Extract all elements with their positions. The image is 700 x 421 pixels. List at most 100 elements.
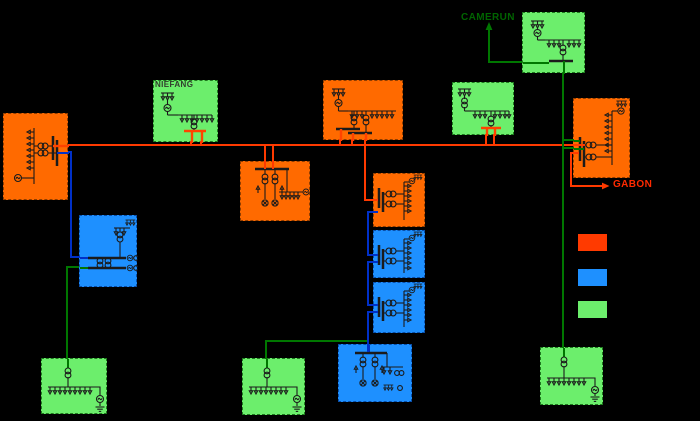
transformer-icon: [385, 247, 397, 255]
substation-box-west-blue: [79, 215, 138, 287]
generator-icon: [271, 199, 279, 207]
single-line-symbols: [13, 128, 69, 184]
load-feeder-icon: [458, 89, 471, 96]
transformer-icon: [385, 200, 397, 208]
camerun-arrow-icon: [485, 22, 493, 30]
transformer-icon: [487, 115, 495, 127]
generator-icon: [371, 379, 379, 387]
single-line-symbols: [546, 348, 601, 402]
generator-icon: [408, 177, 416, 185]
load-feeder-icon: [332, 89, 345, 96]
transformer-icon: [585, 141, 597, 149]
camerun-label: CAMERUN: [461, 12, 515, 23]
transformer-icon: [385, 257, 397, 265]
single-line-symbols: [377, 283, 426, 327]
load-arrows: [403, 240, 412, 271]
gabon-label: GABON: [613, 179, 653, 190]
substation-box-south-green: [242, 358, 305, 415]
load-feeder-icon: [531, 21, 544, 28]
load-arrows: [403, 292, 412, 323]
generator-icon: [302, 188, 310, 196]
substation-box-southeast-green: [540, 347, 603, 405]
load-feeder-icon: [616, 101, 626, 107]
load-feeder-icon: [414, 284, 422, 289]
load-arrows: [248, 386, 289, 395]
load-feeder-icon: [414, 232, 422, 237]
single-line-symbols: [80, 216, 138, 272]
ground-icon: [94, 406, 106, 412]
transformer-icon: [104, 257, 112, 269]
substation-box-south-blue: [338, 344, 412, 402]
substation-box-southwest-green: [41, 358, 107, 414]
legend-swatch-blue: [578, 269, 607, 286]
load-feeder-icon: [384, 385, 394, 390]
load-arrows: [604, 112, 613, 154]
load-arrows: [546, 39, 582, 48]
generator-icon: [292, 394, 302, 404]
generator-icon: [126, 264, 134, 272]
substation-box-north-orange: [323, 80, 403, 141]
generator-icon: [408, 286, 416, 294]
transformer-icon: [64, 367, 72, 379]
transformer-icon: [261, 173, 269, 185]
substation-box-center-orange: [240, 161, 310, 221]
ground-icon: [291, 406, 303, 412]
substation-box-stack-2: [373, 230, 425, 278]
transformer-icon: [385, 299, 397, 307]
generator-icon: [261, 199, 269, 207]
substation-box-small-green: [452, 82, 514, 136]
load-arrows: [403, 183, 412, 214]
load-arrows: [26, 129, 35, 171]
transformer-icon: [350, 114, 358, 126]
single-line-symbols: [47, 359, 106, 412]
substation-box-west-orange: [3, 113, 69, 200]
transformer-icon: [271, 173, 279, 185]
load-arrows: [47, 386, 93, 395]
generator-icon: [359, 379, 367, 387]
niefang-label: NIEFANG: [155, 80, 194, 89]
transformer-icon: [385, 309, 397, 317]
substation-box-gabon-orange: [573, 98, 630, 178]
substation-box-niefang: [153, 80, 218, 143]
single-line-symbols: [377, 174, 426, 220]
generator-icon: [126, 254, 134, 262]
legend-swatch-green: [578, 301, 607, 318]
transformer-icon: [461, 97, 468, 109]
transformer-icon: [559, 44, 567, 56]
generator-icon: [95, 394, 105, 404]
single-line-symbols: [523, 13, 582, 74]
generator-icon: [590, 385, 600, 395]
legend-swatch-orange: [578, 234, 607, 251]
generator-icon: [334, 98, 343, 108]
transformer-icon: [371, 356, 379, 368]
single-line-symbols: [248, 359, 303, 412]
substation-box-stack-3: [373, 282, 425, 333]
transformer-icon: [37, 149, 49, 157]
single-line-symbols: [377, 231, 426, 273]
load-feeder-icon: [414, 175, 422, 180]
generator-icon: [617, 107, 625, 115]
load-arrows: [279, 191, 301, 200]
load-feeder-icon: [126, 220, 136, 225]
green-network-lines: [66, 22, 574, 359]
generator-icon: [13, 173, 23, 183]
generator-icon: [408, 234, 416, 242]
transformer-icon: [37, 142, 49, 150]
red-network-lines: [68, 134, 610, 201]
transformer-icon: [359, 356, 367, 368]
generator-icon: [533, 28, 542, 38]
load-arrows: [472, 110, 512, 119]
single-line-symbols: [574, 99, 631, 167]
transformer-icon: [263, 367, 271, 379]
load-feeder-icon: [161, 93, 174, 100]
generator-icon: [163, 103, 172, 113]
single-line-symbols: [154, 81, 215, 143]
load-arrows: [546, 377, 587, 386]
single-line-symbols: [353, 345, 405, 391]
transformer-icon: [96, 257, 104, 269]
substation-box-stack-1: [373, 173, 425, 227]
transformer-icon: [385, 190, 397, 198]
transformer-icon: [190, 118, 198, 130]
transformer-icon: [585, 153, 597, 161]
